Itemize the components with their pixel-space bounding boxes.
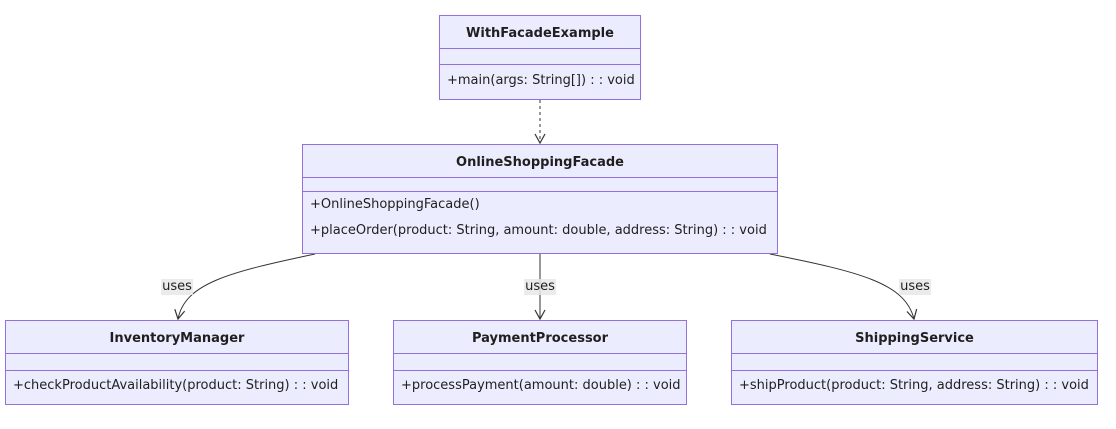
class-attributes [440, 49, 640, 65]
class-methods: +OnlineShoppingFacade() +placeOrder(prod… [303, 192, 777, 244]
class-name: OnlineShoppingFacade [303, 145, 777, 178]
class-methods: +checkProductAvailability(product: Strin… [6, 371, 348, 399]
class-inventory-manager[interactable]: InventoryManager +checkProductAvailabili… [5, 320, 349, 405]
class-method: +processPayment(amount: double) : : void [401, 378, 681, 393]
class-method: +main(args: String[]) : : void [447, 73, 635, 88]
edge-label-uses-payment: uses [524, 279, 556, 295]
class-method: +shipProduct(product: String, address: S… [739, 378, 1089, 393]
class-name: ShippingService [732, 321, 1097, 354]
class-methods: +shipProduct(product: String, address: S… [732, 371, 1097, 399]
class-method: +placeOrder(product: String, amount: dou… [310, 223, 767, 238]
edge-label-uses-inventory: uses [161, 279, 193, 295]
class-name: InventoryManager [6, 321, 348, 354]
class-online-shopping-facade[interactable]: OnlineShoppingFacade +OnlineShoppingFaca… [302, 144, 778, 254]
edge-label-uses-shipping: uses [899, 279, 931, 295]
class-shipping-service[interactable]: ShippingService +shipProduct(product: St… [731, 320, 1098, 405]
class-attributes [6, 354, 348, 371]
class-methods: +processPayment(amount: double) : : void [394, 371, 686, 399]
uses-edge-facade-to-inventory [174, 253, 316, 321]
class-payment-processor[interactable]: PaymentProcessor +processPayment(amount:… [393, 320, 687, 405]
class-attributes [394, 354, 686, 371]
class-with-facade-example[interactable]: WithFacadeExample +main(args: String[]) … [439, 15, 641, 100]
class-attributes [303, 178, 777, 192]
class-name: PaymentProcessor [394, 321, 686, 354]
class-method: +checkProductAvailability(product: Strin… [13, 378, 339, 393]
class-attributes [732, 354, 1097, 371]
class-method: +OnlineShoppingFacade() [310, 197, 480, 212]
class-name: WithFacadeExample [440, 16, 640, 49]
class-methods: +main(args: String[]) : : void [440, 65, 640, 94]
uses-edge-facade-to-shipping [769, 253, 918, 321]
